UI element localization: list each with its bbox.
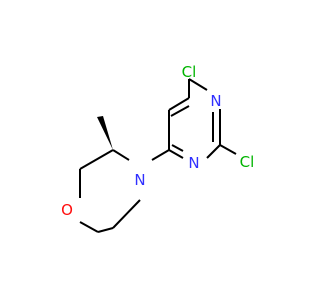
bond-c5-c6 [170,105,190,117]
bond-c3-c2m [79,149,114,170]
atom-cl-top: Cl [182,63,197,81]
atom-n-ring-upper: N [210,92,221,110]
bond-nmorph-c3 [112,149,130,161]
bond-c5m-nmorph [112,199,141,229]
bond-n3-c4 [168,149,184,159]
bond-c6m-c5m [97,227,114,233]
bond-c4-nmorph [151,149,170,161]
bond-n3-c4-inner [171,144,184,152]
bond-c6-n1 [188,78,208,91]
chemical-structure: Cl N N Cl N O [61,63,255,233]
bond-c2-n3 [206,144,221,159]
atom-o-morpholine: O [61,201,73,219]
atom-cl-right: Cl [240,153,255,171]
bond-o-c6m [79,221,99,233]
methyl-wedge-bond [97,116,113,150]
atom-n-morpholine: N [134,171,145,189]
atom-n-ring-lower: N [188,154,199,172]
bond-c2-cl [219,144,237,155]
bond-c4-c5 [168,97,190,111]
